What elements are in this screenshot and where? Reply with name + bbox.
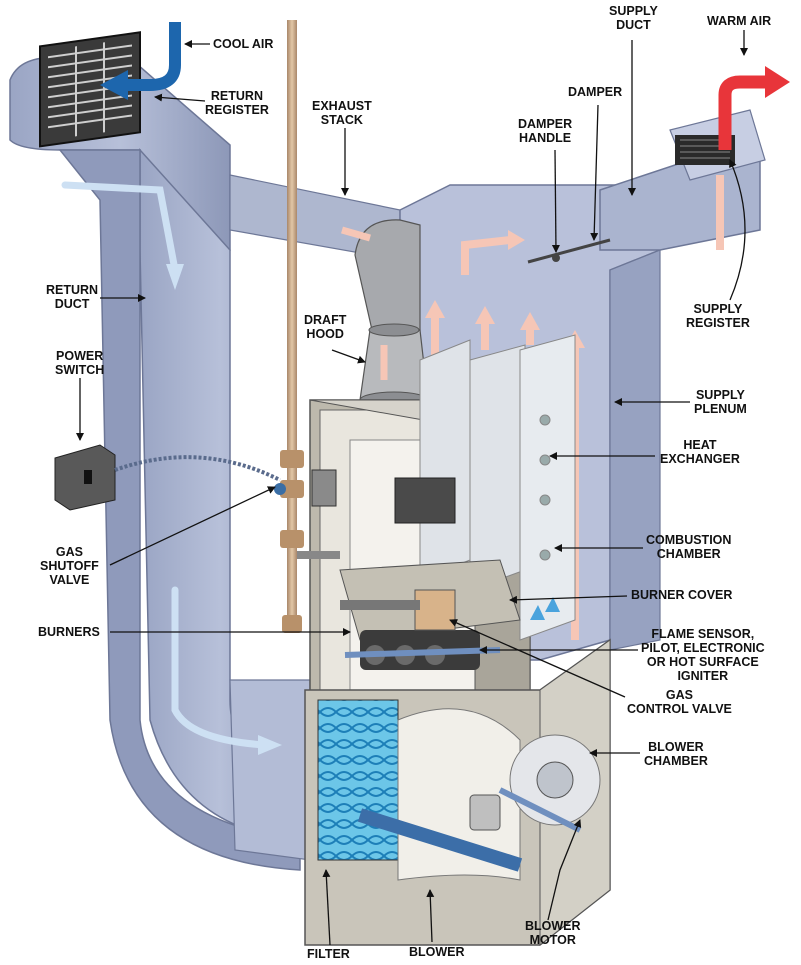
label-draft-hood: DRAFT HOOD	[304, 313, 347, 341]
label-supply-duct: SUPPLY DUCT	[609, 4, 658, 32]
return-airflow	[61, 181, 269, 749]
label-heat-exchanger: HEAT EXCHANGER	[660, 438, 740, 466]
label-supply-register: SUPPLY REGISTER	[686, 302, 750, 330]
label-filter: FILTER	[307, 947, 350, 961]
supply-duct	[599, 109, 766, 251]
damper-handle	[552, 254, 560, 262]
warm-air-arrow	[718, 75, 770, 150]
cool-air-arrow	[125, 22, 181, 91]
burner-flames	[530, 597, 560, 620]
label-combustion-chamber: COMBUSTION CHAMBER	[646, 533, 732, 561]
blower-motor	[469, 794, 501, 831]
heat-exchanger	[419, 334, 576, 641]
control-box	[311, 469, 337, 507]
label-cool-air: COOL AIR	[213, 37, 274, 51]
label-burners: BURNERS	[38, 625, 100, 639]
label-blower: BLOWER	[409, 945, 465, 959]
gas-pipe	[274, 20, 340, 633]
label-gas-control-valve: GAS CONTROL VALVE	[627, 688, 732, 716]
label-return-duct: RETURN DUCT	[46, 283, 99, 311]
burner-assembly	[339, 559, 560, 670]
label-gas-shutoff-valve: GAS SHUTOFF VALVE	[40, 545, 99, 587]
gas-control-valve	[414, 589, 456, 631]
label-damper-handle: DAMPER HANDLE	[518, 117, 573, 145]
label-damper: DAMPER	[568, 85, 623, 99]
label-supply-plenum: SUPPLY PLENUM	[694, 388, 747, 416]
leader-lines	[76, 30, 748, 946]
label-blower-motor: BLOWER MOTOR	[525, 919, 581, 947]
power-switch	[54, 444, 281, 511]
damper-plate	[527, 238, 611, 264]
label-blower-chamber: BLOWER CHAMBER	[644, 740, 708, 768]
label-power-switch: POWER SWITCH	[55, 349, 105, 377]
filter	[317, 699, 399, 861]
label-exhaust-stack: EXHAUST STACK	[312, 99, 372, 127]
label-flame-sensor: FLAME SENSOR, PILOT, ELECTRONIC OR HOT S…	[641, 627, 765, 683]
label-burner-cover: BURNER COVER	[631, 588, 733, 602]
gas-shutoff-valve	[274, 483, 286, 495]
blower-cabinet	[304, 638, 611, 947]
label-warm-air: WARM AIR	[707, 14, 772, 28]
control-board	[394, 477, 456, 524]
label-return-register: RETURN REGISTER	[205, 89, 269, 117]
